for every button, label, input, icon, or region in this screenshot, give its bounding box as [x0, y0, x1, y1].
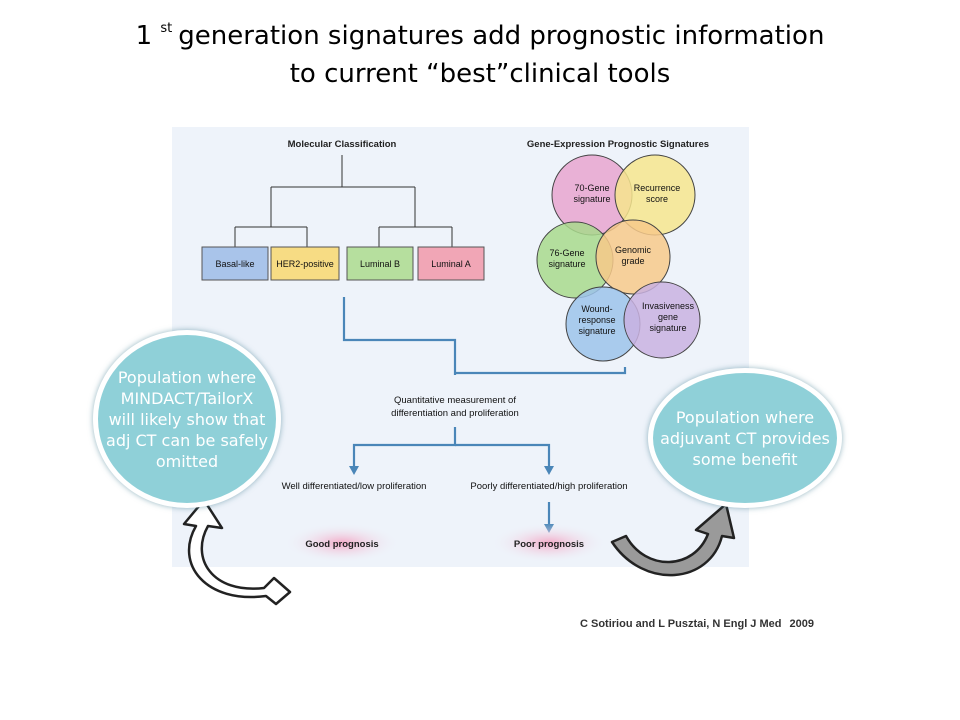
circle-genomic-grade	[595, 219, 671, 295]
nejm-figure-panel: Molecular Classification Gene-Expression…	[172, 127, 749, 567]
poorly-differentiated-label: Poorly differentiated/high proliferation	[470, 481, 627, 492]
citation: C Sotiriou and L Pusztai, N Engl J Med 20…	[580, 618, 840, 630]
bubble-left-line: Population where	[117, 367, 257, 387]
title-line-1-text: generation signatures add prognostic inf…	[178, 21, 825, 51]
subtype-luminal-b: Luminal B	[346, 246, 414, 281]
svg-text:Basal-like: Basal-like	[215, 259, 254, 269]
title-line-1: 1 st generation signatures add prognostic…	[0, 10, 960, 55]
slide-title: 1 st generation signatures add prognostic…	[0, 10, 960, 93]
flow-arrowheads	[349, 466, 554, 533]
svg-text:Luminal A: Luminal A	[431, 259, 471, 269]
well-differentiated-label: Well differentiated/low proliferation	[282, 481, 427, 492]
bubble-right-line: some benefit	[692, 449, 798, 469]
figure-diagram: Molecular Classification Gene-Expression…	[201, 139, 709, 563]
circle-invasiveness	[623, 281, 701, 359]
good-prognosis-glow	[284, 523, 400, 563]
title-superscript: st	[160, 21, 173, 36]
subtype-her2-positive: HER2-positive	[270, 246, 340, 281]
classification-tree	[234, 155, 453, 247]
bubble-right-line: Population where	[675, 407, 815, 427]
subtype-luminal-a: Luminal A	[417, 246, 485, 281]
population-omitted-bubble: Population where MINDACT/TailorX will li…	[93, 330, 281, 508]
citation-authors: C Sotiriou and L Pusztai, N Engl J Med	[580, 618, 782, 630]
bubble-left-line: omitted	[155, 451, 219, 471]
left-curved-arrow-icon	[182, 498, 292, 606]
good-prognosis-label: Good prognosis	[305, 539, 378, 550]
subtype-basal-like: Basal-like	[201, 246, 269, 281]
flow-connectors	[342, 297, 627, 525]
bubble-left-line: MINDACT/TailorX	[120, 388, 254, 408]
svg-text:Luminal B: Luminal B	[360, 259, 400, 269]
bubble-left-line: will likely show that	[108, 409, 266, 429]
svg-text:HER2-positive: HER2-positive	[276, 259, 334, 269]
signatures-heading: Gene-Expression Prognostic Signatures	[527, 139, 709, 150]
population-benefit-bubble: Population where adjuvant CT provides so…	[648, 368, 842, 508]
bubble-left-line: adj CT can be safely	[106, 430, 268, 450]
citation-year: 2009	[789, 618, 814, 630]
title-line-2: to current “best”clinical tools	[289, 59, 671, 89]
poor-prognosis-label: Poor prognosis	[514, 539, 584, 550]
title-number: 1	[135, 21, 153, 51]
bubble-right-line: adjuvant CT provides	[660, 428, 830, 448]
poor-prognosis-glow	[491, 523, 607, 563]
signature-circles	[536, 154, 701, 362]
right-curved-arrow-icon	[610, 502, 736, 577]
molecular-classification-heading: Molecular Classification	[288, 139, 397, 150]
